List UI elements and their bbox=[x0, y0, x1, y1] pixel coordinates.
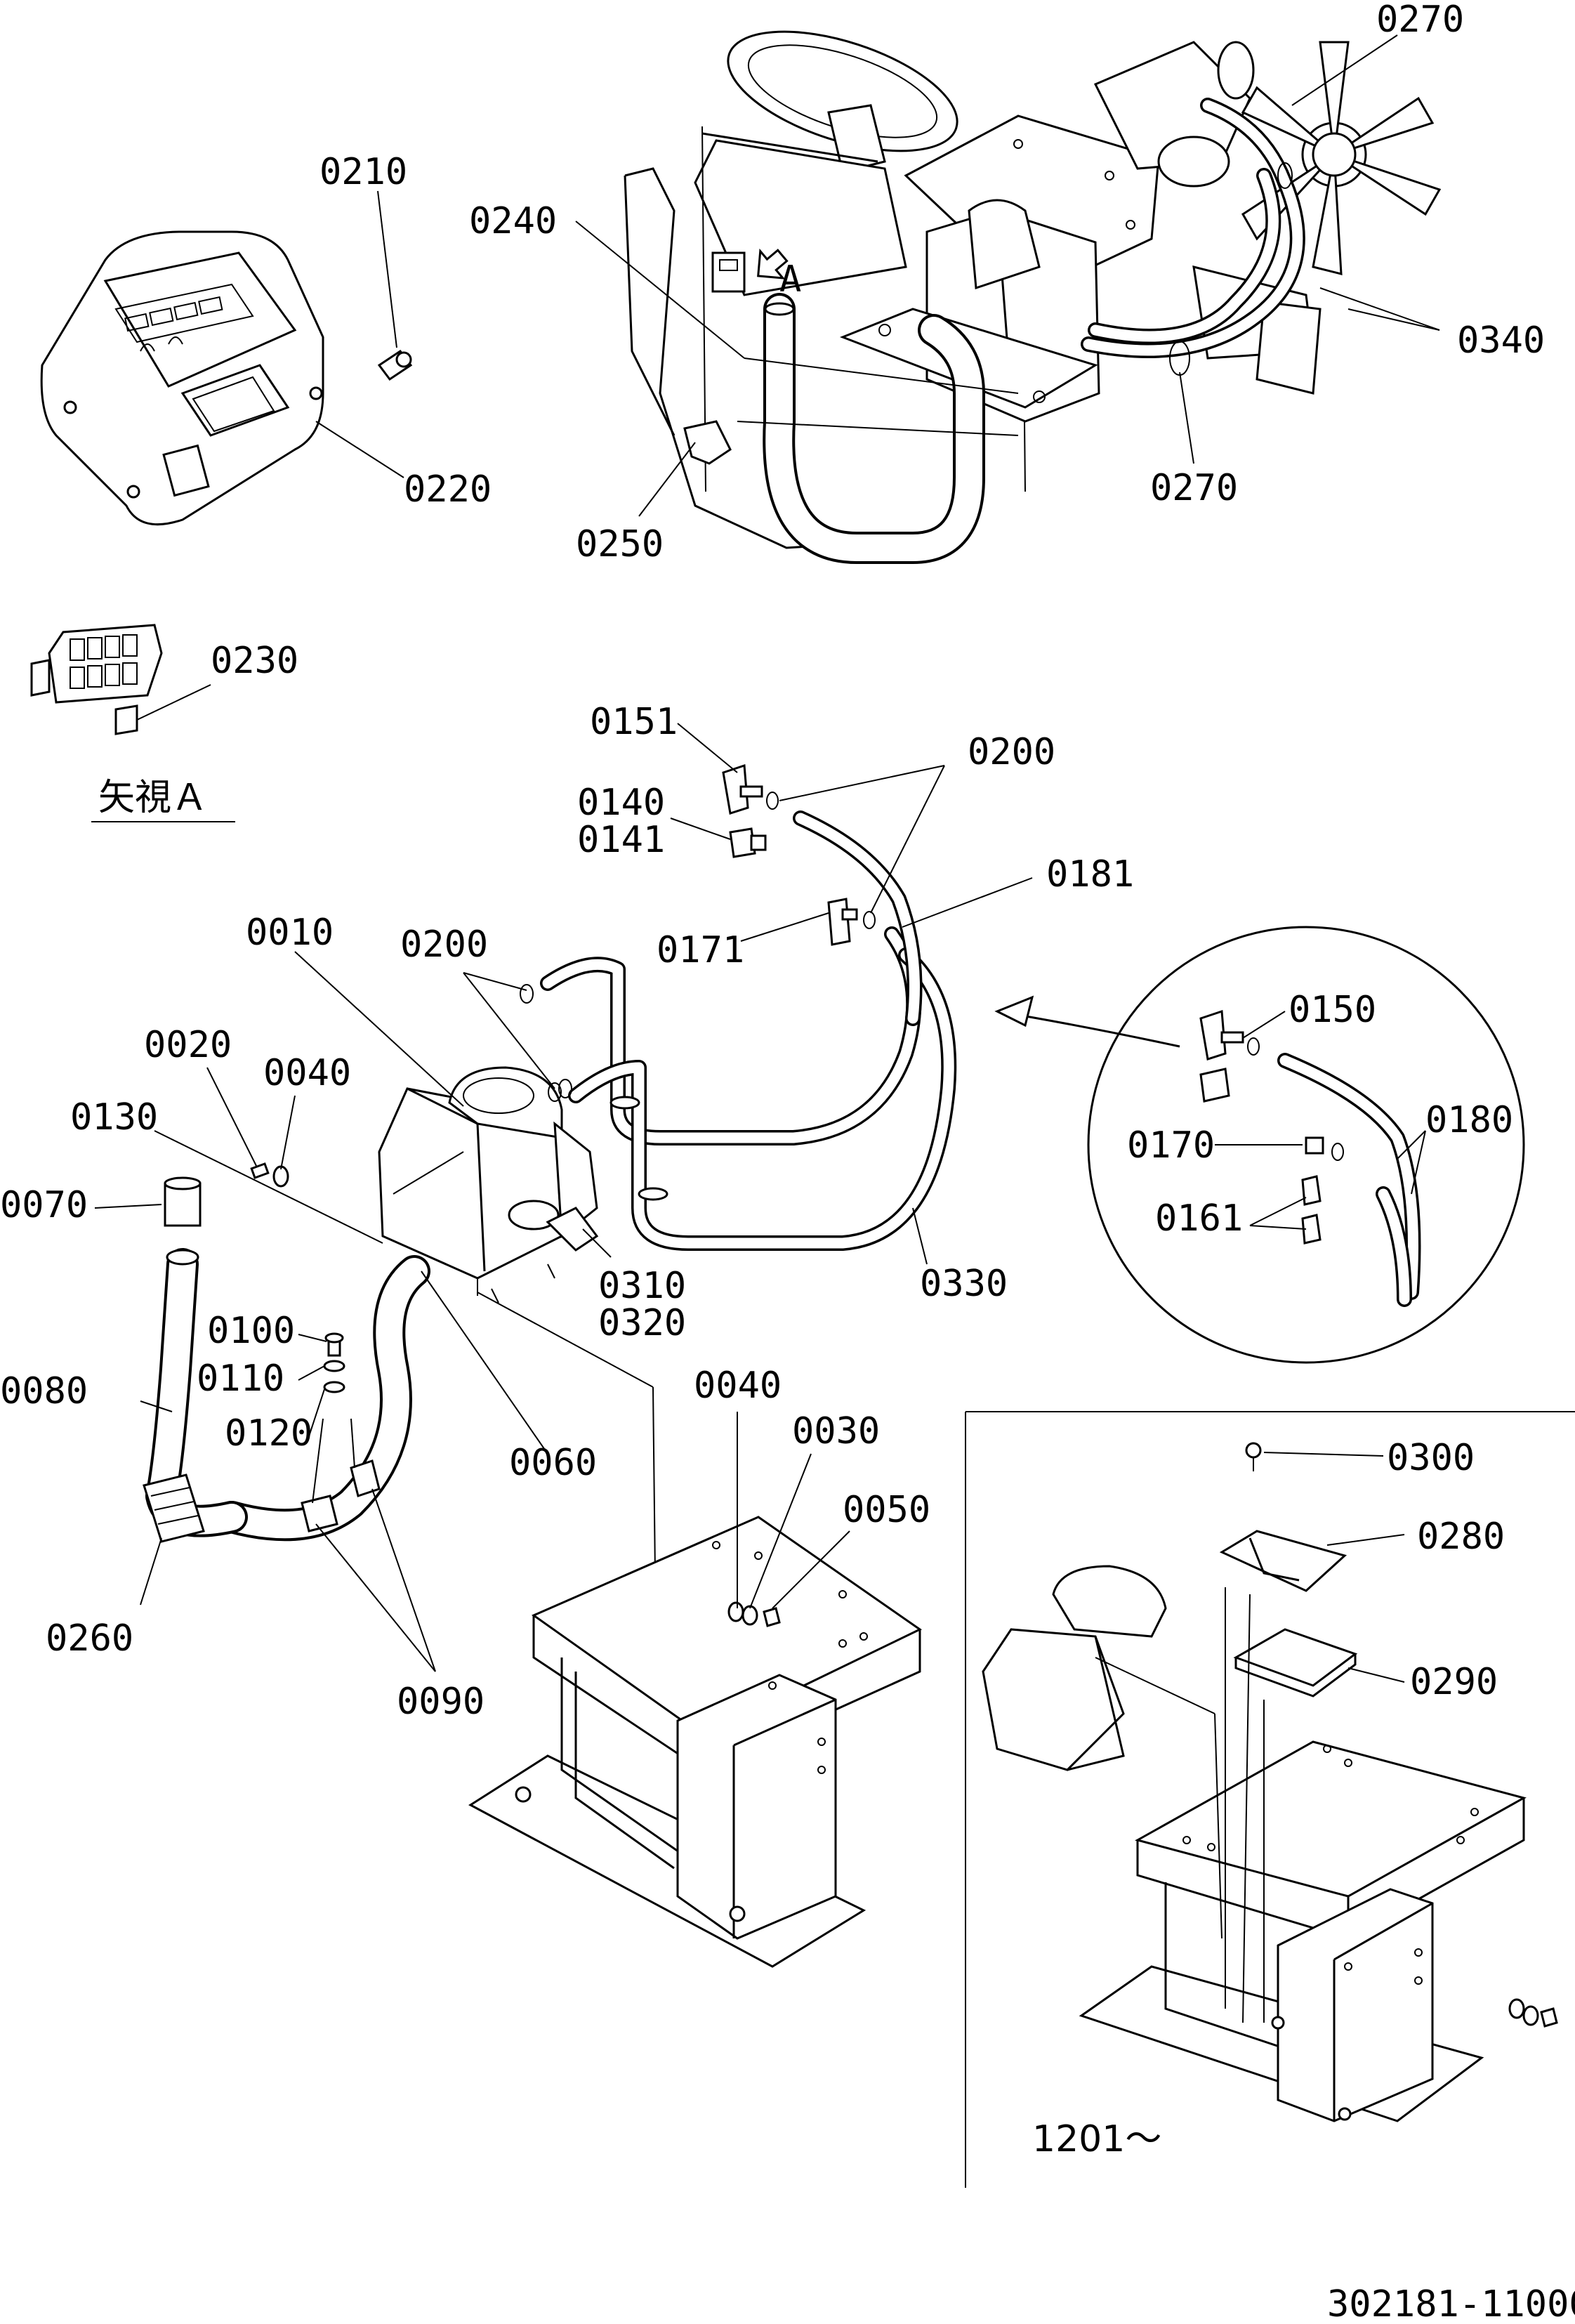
label-0161: 0161 bbox=[1155, 1197, 1243, 1240]
label-0260: 0260 bbox=[46, 1617, 133, 1660]
label-0020: 0020 bbox=[144, 1024, 232, 1066]
label-0320: 0320 bbox=[598, 1302, 686, 1344]
label-0010: 0010 bbox=[246, 912, 334, 954]
label-0140: 0140 bbox=[577, 782, 665, 824]
heater-assembly-illustration bbox=[143, 763, 957, 1543]
label-0090: 0090 bbox=[397, 1681, 485, 1723]
label-0180: 0180 bbox=[1425, 1099, 1513, 1141]
label-0240: 0240 bbox=[469, 200, 557, 242]
tractor-overview-illustration bbox=[624, 30, 1442, 564]
view-label: 矢視Ａ bbox=[98, 777, 208, 819]
label-0181: 0181 bbox=[1046, 853, 1134, 895]
serial-note: 1201〜 bbox=[1032, 2118, 1161, 2160]
detail-circle bbox=[994, 926, 1525, 1364]
label-0250: 0250 bbox=[576, 523, 664, 565]
label-0300: 0300 bbox=[1387, 1437, 1475, 1479]
label-0120: 0120 bbox=[225, 1412, 312, 1455]
label-0330: 0330 bbox=[920, 1263, 1008, 1305]
label-0130: 0130 bbox=[70, 1096, 158, 1138]
label-0070: 0070 bbox=[0, 1184, 88, 1226]
part-0210-bulb bbox=[377, 349, 413, 381]
label-0030: 0030 bbox=[792, 1410, 880, 1452]
label-0230: 0230 bbox=[211, 640, 298, 682]
label-0310: 0310 bbox=[598, 1265, 686, 1307]
label-0150: 0150 bbox=[1289, 989, 1376, 1031]
label-0270-top: 0270 bbox=[1376, 0, 1464, 41]
label-0200-top: 0200 bbox=[968, 731, 1055, 773]
label-0340: 0340 bbox=[1457, 320, 1545, 362]
label-0170: 0170 bbox=[1127, 1124, 1215, 1167]
label-0110: 0110 bbox=[197, 1358, 284, 1400]
instrument-panel-illustration bbox=[40, 230, 324, 526]
label-0100: 0100 bbox=[207, 1310, 295, 1352]
arrow-letter: A bbox=[779, 258, 801, 301]
drawing-number: 302181-11000 bbox=[1327, 2283, 1575, 2324]
label-0040-left: 0040 bbox=[263, 1052, 351, 1094]
label-0210: 0210 bbox=[319, 151, 407, 193]
label-0220: 0220 bbox=[404, 468, 492, 511]
label-0200-mid: 0200 bbox=[400, 924, 488, 966]
label-0040-right: 0040 bbox=[694, 1365, 782, 1407]
seat-base-illustration bbox=[468, 1516, 922, 1968]
label-0151: 0151 bbox=[590, 701, 678, 743]
variant-assembly-illustration bbox=[982, 1442, 1558, 2122]
label-0141: 0141 bbox=[577, 819, 665, 861]
label-0280: 0280 bbox=[1417, 1516, 1505, 1558]
label-0060: 0060 bbox=[509, 1442, 597, 1484]
relay-holder-illustration bbox=[30, 624, 163, 735]
label-0050: 0050 bbox=[843, 1489, 930, 1531]
label-0080: 0080 bbox=[0, 1370, 88, 1412]
label-0171: 0171 bbox=[657, 929, 744, 971]
label-0290: 0290 bbox=[1410, 1661, 1498, 1703]
label-0270-bottom: 0270 bbox=[1150, 467, 1238, 509]
